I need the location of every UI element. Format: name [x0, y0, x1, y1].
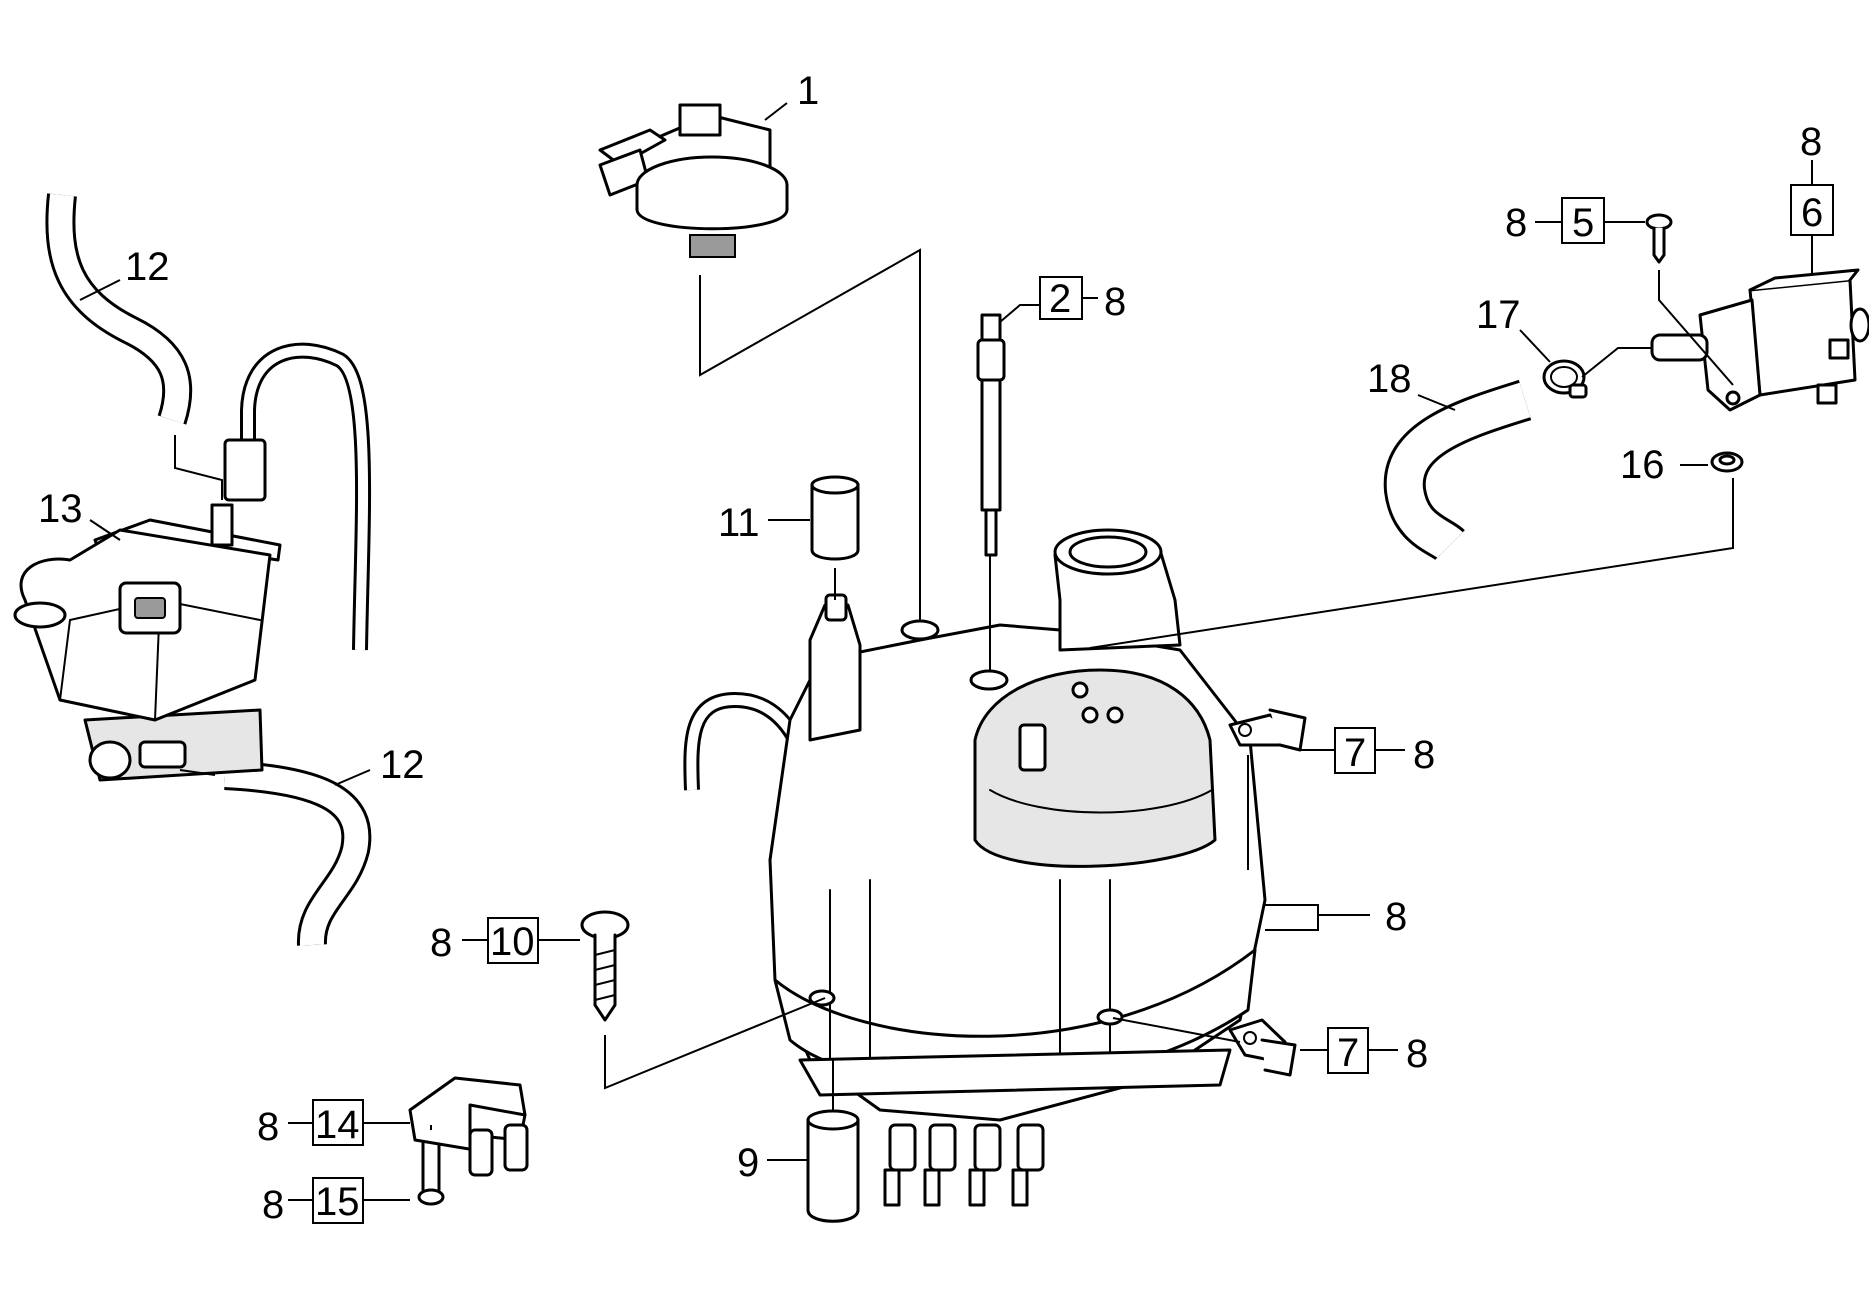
callout-box-7b	[1327, 1027, 1369, 1074]
callout-16: 16	[1620, 443, 1665, 487]
callout-1: 1	[797, 69, 819, 113]
callout-box-6	[1790, 184, 1834, 236]
callout-14: 14	[315, 1103, 360, 1147]
callout-10: 10	[490, 920, 535, 964]
callout-14-ref: 8	[257, 1105, 279, 1149]
callout-15-ref: 8	[262, 1183, 284, 1227]
boiler-terminal-icon	[883, 1123, 1045, 1207]
pressure-switch-icon	[598, 103, 789, 258]
leader-lines	[79, 102, 1813, 1201]
callout-12-bottom: 12	[380, 743, 425, 787]
callout-7a-ref: 8	[1413, 733, 1435, 777]
callout-11: 11	[718, 501, 760, 545]
hose-icon	[45, 193, 1532, 946]
temperature-probe-icon	[976, 313, 1006, 557]
callout-box-15	[312, 1177, 364, 1224]
clamp-icon	[1542, 359, 1588, 399]
callout-10-ref: 8	[430, 921, 452, 965]
callout-box-5	[1561, 197, 1605, 244]
bracket-icon	[1228, 708, 1307, 752]
callout-7b: 7	[1337, 1031, 1359, 1075]
callout-5-ref: 8	[1505, 201, 1527, 245]
callout-13: 13	[38, 487, 83, 531]
callout-7a: 7	[1344, 731, 1366, 775]
bracket-icon	[1228, 1018, 1297, 1077]
spacer-icon	[806, 475, 860, 1223]
callout-9: 9	[737, 1141, 759, 1185]
callout-18: 18	[1367, 357, 1412, 401]
callout-6: 6	[1801, 191, 1823, 235]
callout-box-14	[312, 1099, 364, 1146]
callout-15: 15	[315, 1180, 360, 1224]
solenoid-valve-icon	[1650, 268, 1869, 412]
screw-icon	[580, 910, 630, 1022]
callout-labels: 1 2 8 8 5 8 6 17 18 16 7 8 8 7 8 9 11	[38, 69, 1834, 1227]
thermal-fuse-icon	[408, 1076, 529, 1177]
callout-2: 2	[1049, 277, 1071, 321]
screw-icon	[1645, 213, 1673, 264]
callout-box-7a	[1334, 727, 1376, 774]
callout-17: 17	[1476, 293, 1521, 337]
callout-8-bracket: 8	[1385, 895, 1407, 939]
boiler-icon	[768, 528, 1267, 1207]
callout-12-top: 12	[125, 245, 170, 289]
callout-box-10	[487, 917, 539, 964]
seal-icon	[1710, 451, 1744, 473]
flowmeter-icon	[13, 438, 282, 782]
callout-6-ref: 8	[1800, 120, 1822, 164]
callout-2-ref: 8	[1104, 280, 1126, 324]
screw-icon	[417, 1128, 445, 1206]
callout-5: 5	[1572, 201, 1594, 245]
callout-7b-ref: 8	[1406, 1032, 1428, 1076]
